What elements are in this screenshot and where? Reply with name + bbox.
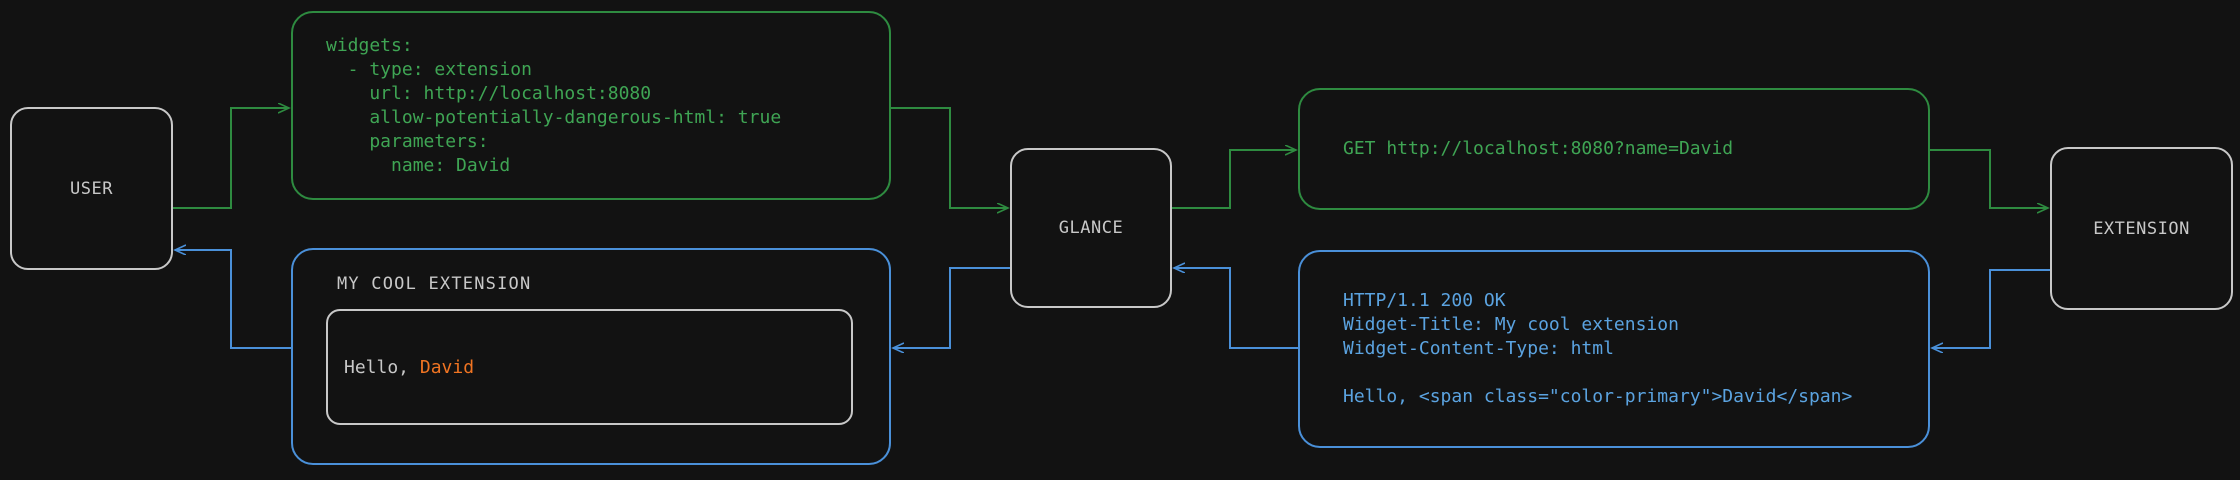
- rendered-widget-card: Hello, David: [326, 309, 853, 425]
- rendered-widget-content-prefix: Hello,: [344, 356, 420, 378]
- rendered-widget-content-accent: David: [419, 356, 475, 378]
- http-response-box: HTTP/1.1 200 OK Widget-Title: My cool ex…: [1298, 250, 1930, 448]
- yaml-config-code: widgets: - type: extension url: http://l…: [326, 34, 782, 176]
- rendered-widget-content: Hello, David: [344, 357, 474, 378]
- connector-config-to-glance: [891, 107, 1008, 208]
- http-request-code: GET http://localhost:8080?name=David: [1343, 138, 1734, 159]
- connector-user-to-config: [173, 108, 289, 209]
- node-glance-label: GLANCE: [1058, 218, 1124, 238]
- node-user-label: USER: [70, 178, 113, 199]
- connector-request-to-extension: [1930, 149, 2048, 208]
- node-extension[interactable]: EXTENSION: [2050, 147, 2233, 310]
- yaml-config-box: widgets: - type: extension url: http://l…: [291, 11, 891, 200]
- rendered-widget-box: MY COOL EXTENSION Hello, David: [291, 248, 891, 465]
- http-request-box: GET http://localhost:8080?name=David: [1298, 88, 1930, 210]
- http-response-code: HTTP/1.1 200 OK Widget-Title: My cool ex…: [1343, 290, 1853, 407]
- connector-response-to-glance: [1174, 268, 1298, 349]
- node-user[interactable]: USER: [10, 107, 173, 270]
- connector-glance-to-widget: [893, 267, 1010, 348]
- node-glance[interactable]: GLANCE: [1010, 148, 1172, 308]
- node-extension-label: EXTENSION: [2093, 218, 2190, 239]
- connector-widget-to-user: [175, 250, 291, 349]
- connector-extension-to-response: [1932, 269, 2050, 348]
- connector-glance-to-request: [1172, 150, 1296, 209]
- rendered-widget-title: MY COOL EXTENSION: [337, 274, 532, 294]
